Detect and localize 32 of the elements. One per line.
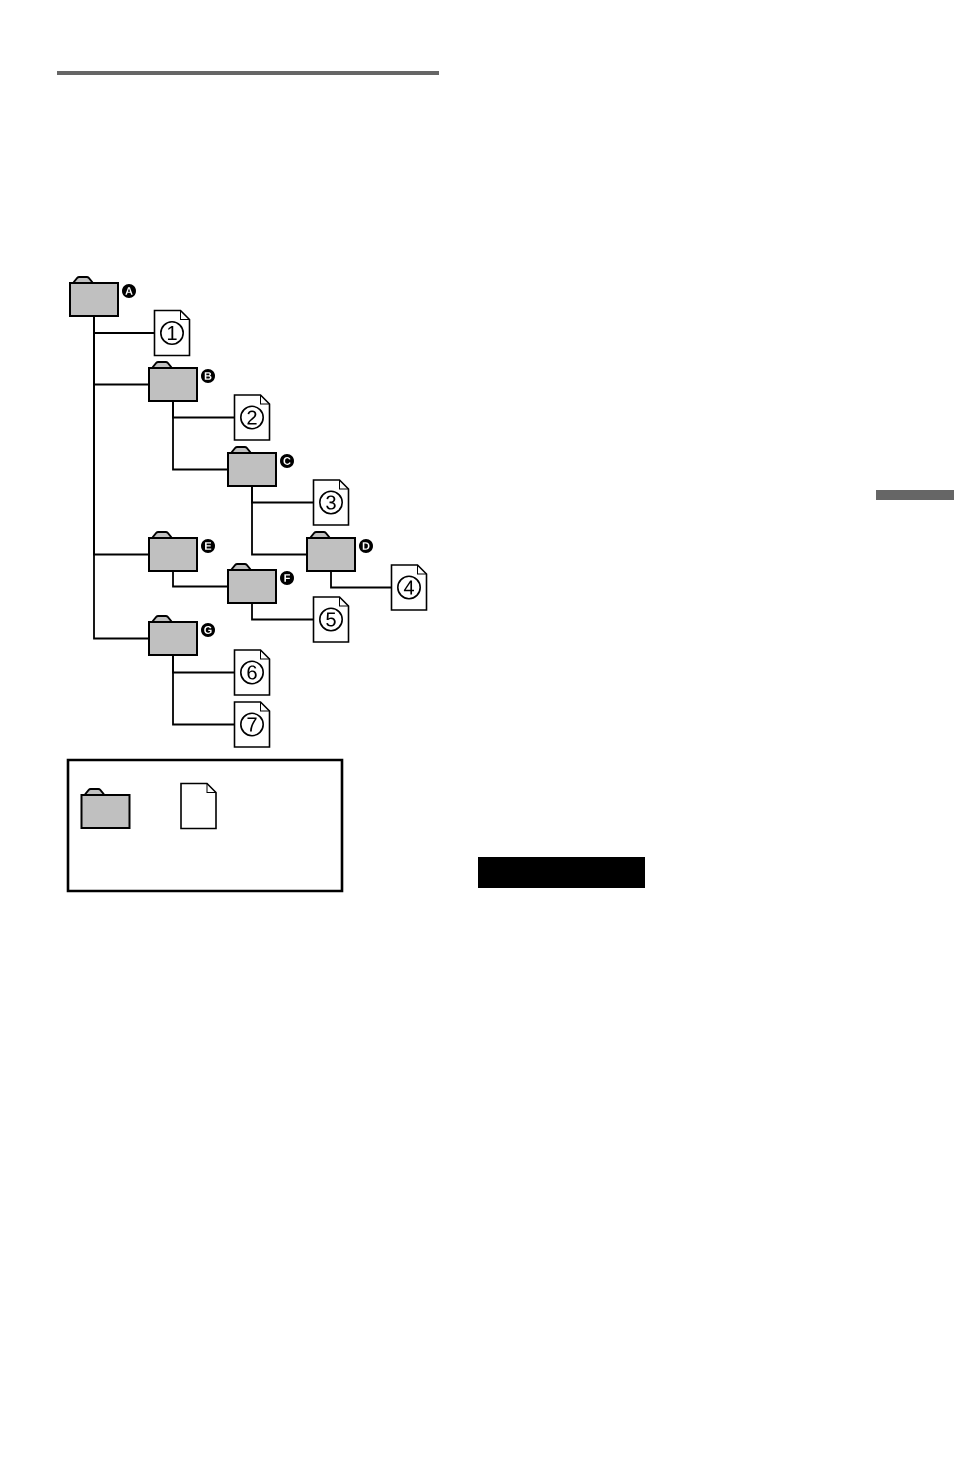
letter-badge: E (201, 539, 215, 553)
connector-line (251, 486, 307, 556)
file-icon (180, 782, 217, 830)
folder-icon (80, 788, 131, 829)
letter-badge: F (280, 571, 294, 585)
folder-icon (148, 361, 198, 402)
folder-icon (148, 531, 198, 572)
heading-bar (478, 857, 645, 888)
folder-icon (69, 276, 119, 317)
numbered-file: 4 (390, 564, 428, 611)
connector-line (93, 316, 149, 640)
connector-line (251, 603, 314, 621)
numbered-file: 5 (312, 596, 350, 643)
folder-icon (306, 531, 356, 572)
folder-icon (148, 615, 198, 656)
folder-icon (227, 563, 277, 604)
connector-line (330, 571, 392, 589)
numbered-file: 3 (312, 479, 350, 526)
letter-badge: G (201, 623, 215, 637)
letter-badge: B (201, 369, 215, 383)
connector-line (172, 401, 228, 471)
letter-badge: A (122, 284, 136, 298)
letter-badge: D (359, 539, 373, 553)
numbered-file: 7 (233, 701, 271, 748)
numbered-file: 6 (233, 649, 271, 696)
numbered-file: 1 (153, 309, 191, 357)
letter-badge: C (280, 454, 294, 468)
connector-line (172, 655, 235, 726)
numbered-file: 2 (233, 394, 271, 441)
folder-icon (227, 446, 277, 487)
connector-line (172, 571, 228, 588)
legend-box (66, 758, 344, 893)
